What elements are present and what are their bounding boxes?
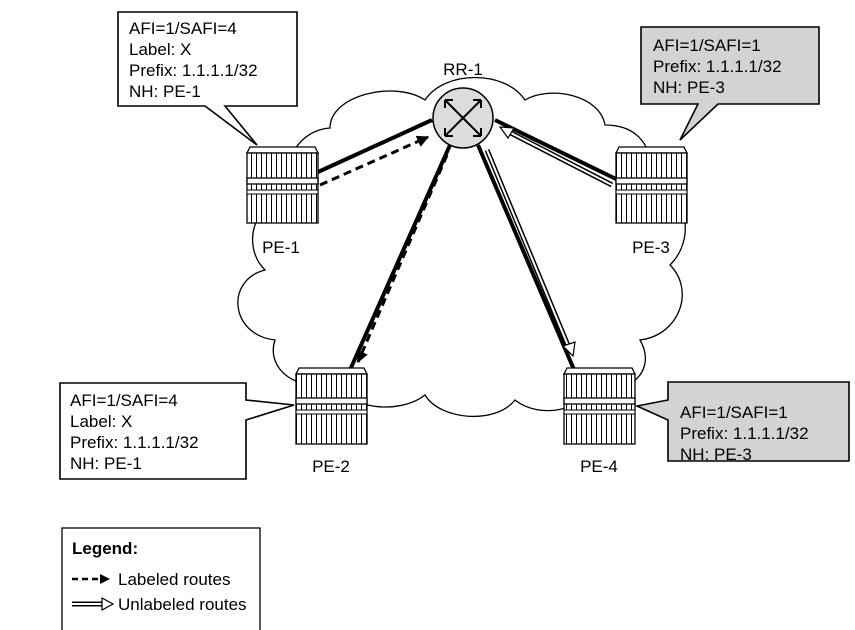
callout-pe4-line-1: AFI=1/SAFI=1 [680, 403, 788, 422]
callout-pe1-line-4: NH: PE-1 [129, 82, 201, 101]
router-pe2: PE-2 [294, 367, 369, 476]
legend: Legend: Labeled routes Unlabeled routes [61, 527, 261, 630]
callout-pe3-line-2: Prefix: 1.1.1.1/32 [653, 57, 782, 76]
router-icon [614, 146, 689, 224]
callout-pe3-line-3: NH: PE-3 [653, 78, 725, 97]
router-icon [562, 367, 637, 445]
crossed-arrows-icon [444, 99, 482, 137]
callout-pe2-line-4: NH: PE-1 [70, 454, 142, 473]
callout-pe1-line-2: Label: X [129, 40, 191, 59]
link-rr1-pe2 [348, 144, 452, 371]
link-pe1-rr1 [317, 118, 433, 174]
callout-pe3: AFI=1/SAFI=1 Prefix: 1.1.1.1/32 NH: PE-3 [640, 26, 820, 141]
router-icon [245, 146, 320, 224]
labeled-route-pe1-to-rr1 [319, 135, 430, 187]
callout-pe2-line-1: AFI=1/SAFI=4 [70, 391, 178, 410]
router-pe4: PE-4 [562, 367, 637, 476]
links [317, 118, 619, 373]
legend-unlabeled-text: Unlabeled routes [118, 595, 247, 614]
unlabeled-route-rr1-to-pe4 [484, 149, 576, 358]
unlabeled-route-pe3-to-rr1 [498, 126, 614, 188]
legend-labeled-swatch [72, 574, 110, 584]
rr1-label: RR-1 [443, 60, 483, 79]
router-pe1: PE-1 [245, 146, 320, 257]
router-icon [294, 367, 369, 445]
labeled-route-rr1-to-pe2 [356, 154, 449, 364]
link-rr1-pe3 [494, 118, 619, 182]
unlabeled-route-arrows [484, 126, 614, 358]
callout-pe1-line-1: AFI=1/SAFI=4 [129, 19, 237, 38]
callout-pe1: AFI=1/SAFI=4 Label: X Prefix: 1.1.1.1/32… [117, 11, 298, 146]
pe2-label: PE-2 [312, 457, 350, 476]
callout-pe1-line-3: Prefix: 1.1.1.1/32 [129, 61, 258, 80]
pe1-label: PE-1 [262, 238, 300, 257]
router-pe3: PE-3 [614, 146, 689, 257]
callout-pe4-line-2: Prefix: 1.1.1.1/32 [680, 424, 809, 443]
legend-unlabeled-swatch [72, 596, 115, 612]
callout-pe2-line-3: Prefix: 1.1.1.1/32 [70, 433, 199, 452]
callout-pe4: AFI=1/SAFI=1 Prefix: 1.1.1.1/32 NH: PE-3 [634, 381, 850, 464]
legend-title: Legend: [72, 539, 138, 558]
pe4-label: PE-4 [580, 457, 618, 476]
route-reflector-rr1: RR-1 [432, 60, 494, 149]
callout-pe4-line-3: NH: PE-3 [680, 445, 752, 464]
callout-pe2-line-2: Label: X [70, 412, 132, 431]
pe3-label: PE-3 [632, 238, 670, 257]
callout-pe3-line-1: AFI=1/SAFI=1 [653, 36, 761, 55]
link-rr1-pe4 [476, 144, 577, 373]
labeled-route-arrows [319, 135, 449, 364]
legend-labeled-text: Labeled routes [118, 570, 230, 589]
callout-pe2: AFI=1/SAFI=4 Label: X Prefix: 1.1.1.1/32… [59, 382, 295, 480]
